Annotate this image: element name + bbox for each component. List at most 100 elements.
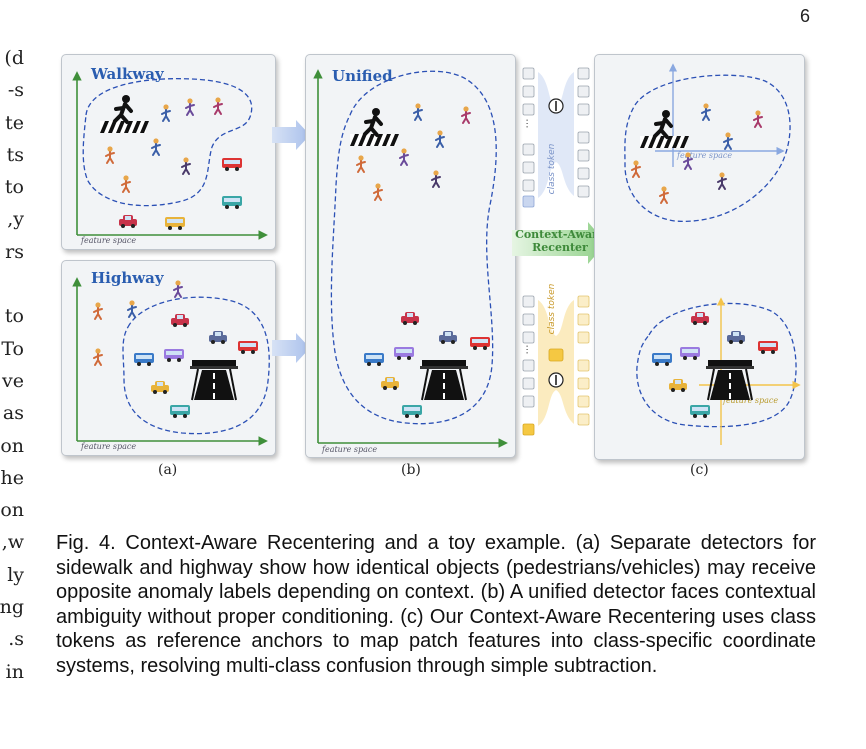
pedestrian-icon xyxy=(127,300,137,318)
recenter-label-line1: Context-Aware xyxy=(515,228,605,241)
recenter-label-line2: Recenter xyxy=(532,241,588,254)
left-margin-line: s. xyxy=(8,628,24,651)
pedestrian-icon xyxy=(717,172,727,190)
pedestrian-icon xyxy=(185,98,195,116)
pedestrian-icon xyxy=(93,348,103,366)
pedestrian-icon xyxy=(723,132,733,150)
crosswalk-pedestrian-icon xyxy=(100,95,149,133)
bus-icon xyxy=(652,353,672,366)
unified-axis-label: feature space xyxy=(322,445,378,454)
recenter-top-axis-label: feature space xyxy=(677,151,733,160)
ellipsis-top: … xyxy=(523,118,535,129)
unified-plot xyxy=(313,69,508,448)
pedestrian-icon xyxy=(659,186,669,204)
bus-icon xyxy=(394,347,414,360)
pedestrian-icon xyxy=(399,148,409,166)
pedestrian-icon xyxy=(683,152,693,170)
fire-truck-icon xyxy=(222,158,242,171)
pedestrian-icon xyxy=(173,280,183,298)
pedestrian-icon xyxy=(435,130,445,148)
left-margin-line: ts xyxy=(6,143,24,166)
arrow-walkway-to-unified xyxy=(272,120,310,150)
pedestrian-icon xyxy=(151,138,161,156)
left-margin-line: s- xyxy=(7,79,24,102)
road-icon xyxy=(190,360,238,401)
car-icon xyxy=(171,314,189,327)
pedestrian-icon xyxy=(373,183,383,201)
left-margin-line: to xyxy=(4,305,24,328)
bus-icon xyxy=(165,217,185,230)
bus-icon xyxy=(364,353,384,366)
left-margin-line: To xyxy=(1,337,24,360)
class-token-label-top: class token xyxy=(547,143,557,195)
unified-title: Unified xyxy=(332,67,393,85)
pedestrian-icon xyxy=(701,103,711,121)
bus-icon xyxy=(222,196,242,209)
pedestrian-icon xyxy=(356,155,366,173)
pedestrian-icon xyxy=(413,103,423,121)
bus-icon xyxy=(134,353,154,366)
car-icon xyxy=(691,312,709,325)
bus-icon xyxy=(690,405,710,418)
crosswalk-pedestrian-icon xyxy=(640,110,689,148)
left-margin-line: ly xyxy=(7,563,24,586)
highway-plot xyxy=(72,277,270,446)
sublabel-c: (c) xyxy=(690,462,709,478)
pedestrian-icon xyxy=(431,170,441,188)
sublabel-a: (a) xyxy=(158,462,178,478)
recenter-bottom-axis-label: feature space xyxy=(723,396,779,405)
fire-truck-icon xyxy=(758,341,778,354)
left-margin-line: rs xyxy=(5,240,24,263)
recenter-label: Context-Aware Recenter xyxy=(512,228,608,254)
class-token-label-bottom: class token xyxy=(547,283,557,335)
left-margin-line: d) xyxy=(4,47,24,69)
highway-panel: Highway feature space xyxy=(61,260,276,456)
bus-icon xyxy=(680,347,700,360)
pedestrian-icon xyxy=(121,175,131,193)
walkway-axis-label: feature space xyxy=(81,236,137,245)
bus-icon xyxy=(170,405,190,418)
left-margin-line: te xyxy=(5,111,24,134)
sublabel-b: (b) xyxy=(401,462,421,478)
pedestrian-icon xyxy=(753,110,763,128)
class-token-network-top xyxy=(522,67,590,208)
left-margin-line: w, xyxy=(1,531,24,554)
left-margin-line: in xyxy=(5,660,24,683)
pedestrian-icon xyxy=(93,302,103,320)
car-icon xyxy=(401,312,419,325)
pedestrian-icon xyxy=(105,146,115,164)
police-car-icon xyxy=(209,331,227,344)
road-icon xyxy=(420,360,468,401)
unified-panel: Unified feature space xyxy=(305,54,516,458)
highway-axis-label: feature space xyxy=(81,442,137,451)
pedestrian-icon xyxy=(161,104,171,122)
fire-truck-icon xyxy=(238,341,258,354)
bus-icon xyxy=(164,349,184,362)
police-car-icon xyxy=(439,331,457,344)
car-icon xyxy=(151,381,169,394)
context-aware-recenter-arrow xyxy=(512,222,606,264)
road-icon xyxy=(706,360,754,401)
car-icon xyxy=(119,215,137,228)
left-margin-line: y, xyxy=(7,208,24,231)
pedestrian-icon xyxy=(631,160,641,178)
car-icon xyxy=(669,379,687,392)
walkway-title: Walkway xyxy=(91,65,164,83)
left-margin-line: he xyxy=(0,466,24,489)
left-margin-line: to xyxy=(4,176,24,199)
left-margin-line: as xyxy=(2,402,24,425)
left-margin-line: on xyxy=(0,499,24,522)
highway-title: Highway xyxy=(91,269,164,287)
police-car-icon xyxy=(727,331,745,344)
left-margin-line xyxy=(0,268,24,300)
left-margin-line: on xyxy=(0,434,24,457)
bus-icon xyxy=(402,405,422,418)
left-margin-line: ng xyxy=(0,596,24,619)
pedestrian-icon xyxy=(213,97,223,115)
walkway-plot xyxy=(72,71,268,240)
arrow-highway-to-unified xyxy=(272,333,310,363)
page-number: 6 xyxy=(800,6,811,26)
left-margin-line: ve xyxy=(2,369,24,392)
class-token-network-bottom xyxy=(522,295,590,436)
